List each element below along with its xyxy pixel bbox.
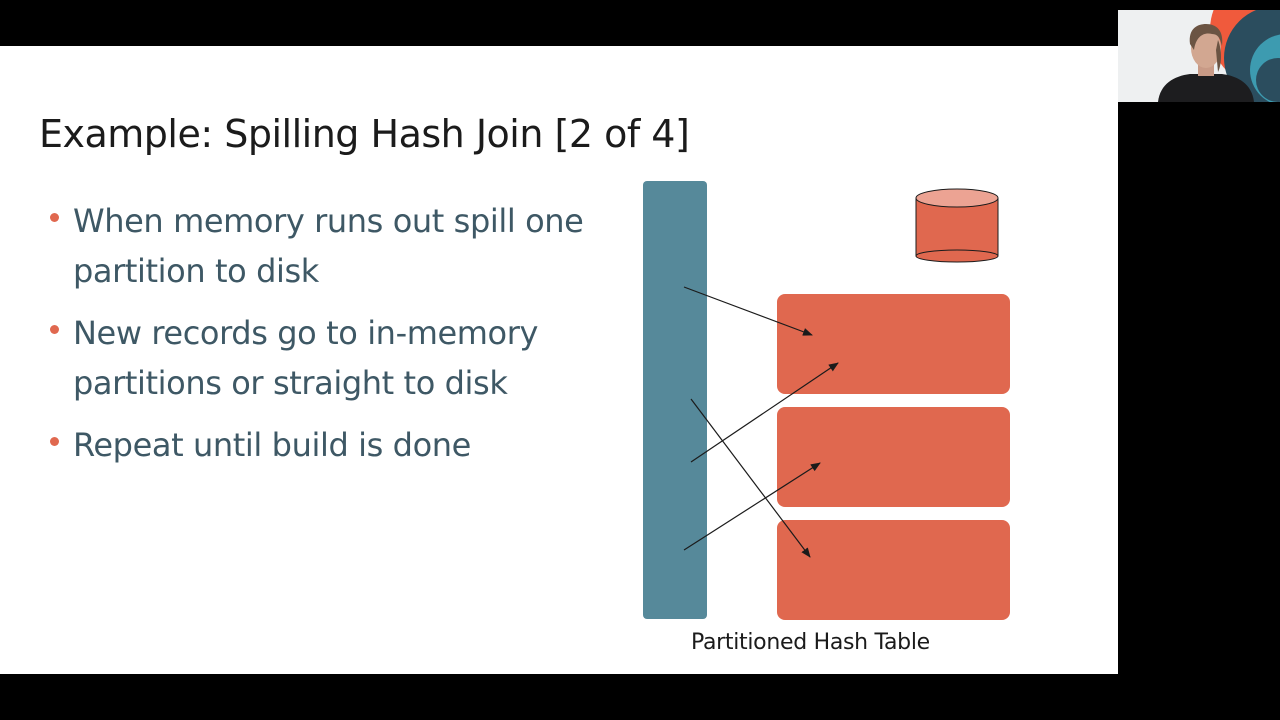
disk-icon <box>915 188 999 263</box>
bullet-dot-icon <box>50 325 59 334</box>
slide: Example: Spilling Hash Join [2 of 4] Whe… <box>0 46 1118 674</box>
bullet-text: When memory runs out spill one partition… <box>73 202 584 290</box>
bullet-text: Repeat until build is done <box>73 426 471 464</box>
arrow-icon <box>690 362 839 463</box>
input-stream-icon <box>643 181 707 619</box>
bullet-dot-icon <box>50 213 59 222</box>
presenter-webcam-icon <box>1118 10 1280 102</box>
arrow-icon <box>690 398 811 558</box>
partition-block-icon <box>777 294 1010 394</box>
arrow-icon <box>683 462 821 551</box>
arrow-icon <box>683 286 813 336</box>
presenter-webcam <box>1118 10 1280 102</box>
partition-block-icon <box>777 520 1010 620</box>
bullet-item: When memory runs out spill one partition… <box>50 196 610 296</box>
bullet-list: When memory runs out spill one partition… <box>50 196 610 482</box>
bullet-dot-icon <box>50 437 59 446</box>
slide-title: Example: Spilling Hash Join [2 of 4] <box>39 112 690 156</box>
partition-block-icon <box>777 407 1010 507</box>
diagram-caption: Partitioned Hash Table <box>691 630 930 655</box>
hash-join-diagram <box>643 181 1010 620</box>
bullet-item: New records go to in-memory partitions o… <box>50 308 610 408</box>
bullet-text: New records go to in-memory partitions o… <box>73 314 539 402</box>
bullet-item: Repeat until build is done <box>50 420 610 470</box>
